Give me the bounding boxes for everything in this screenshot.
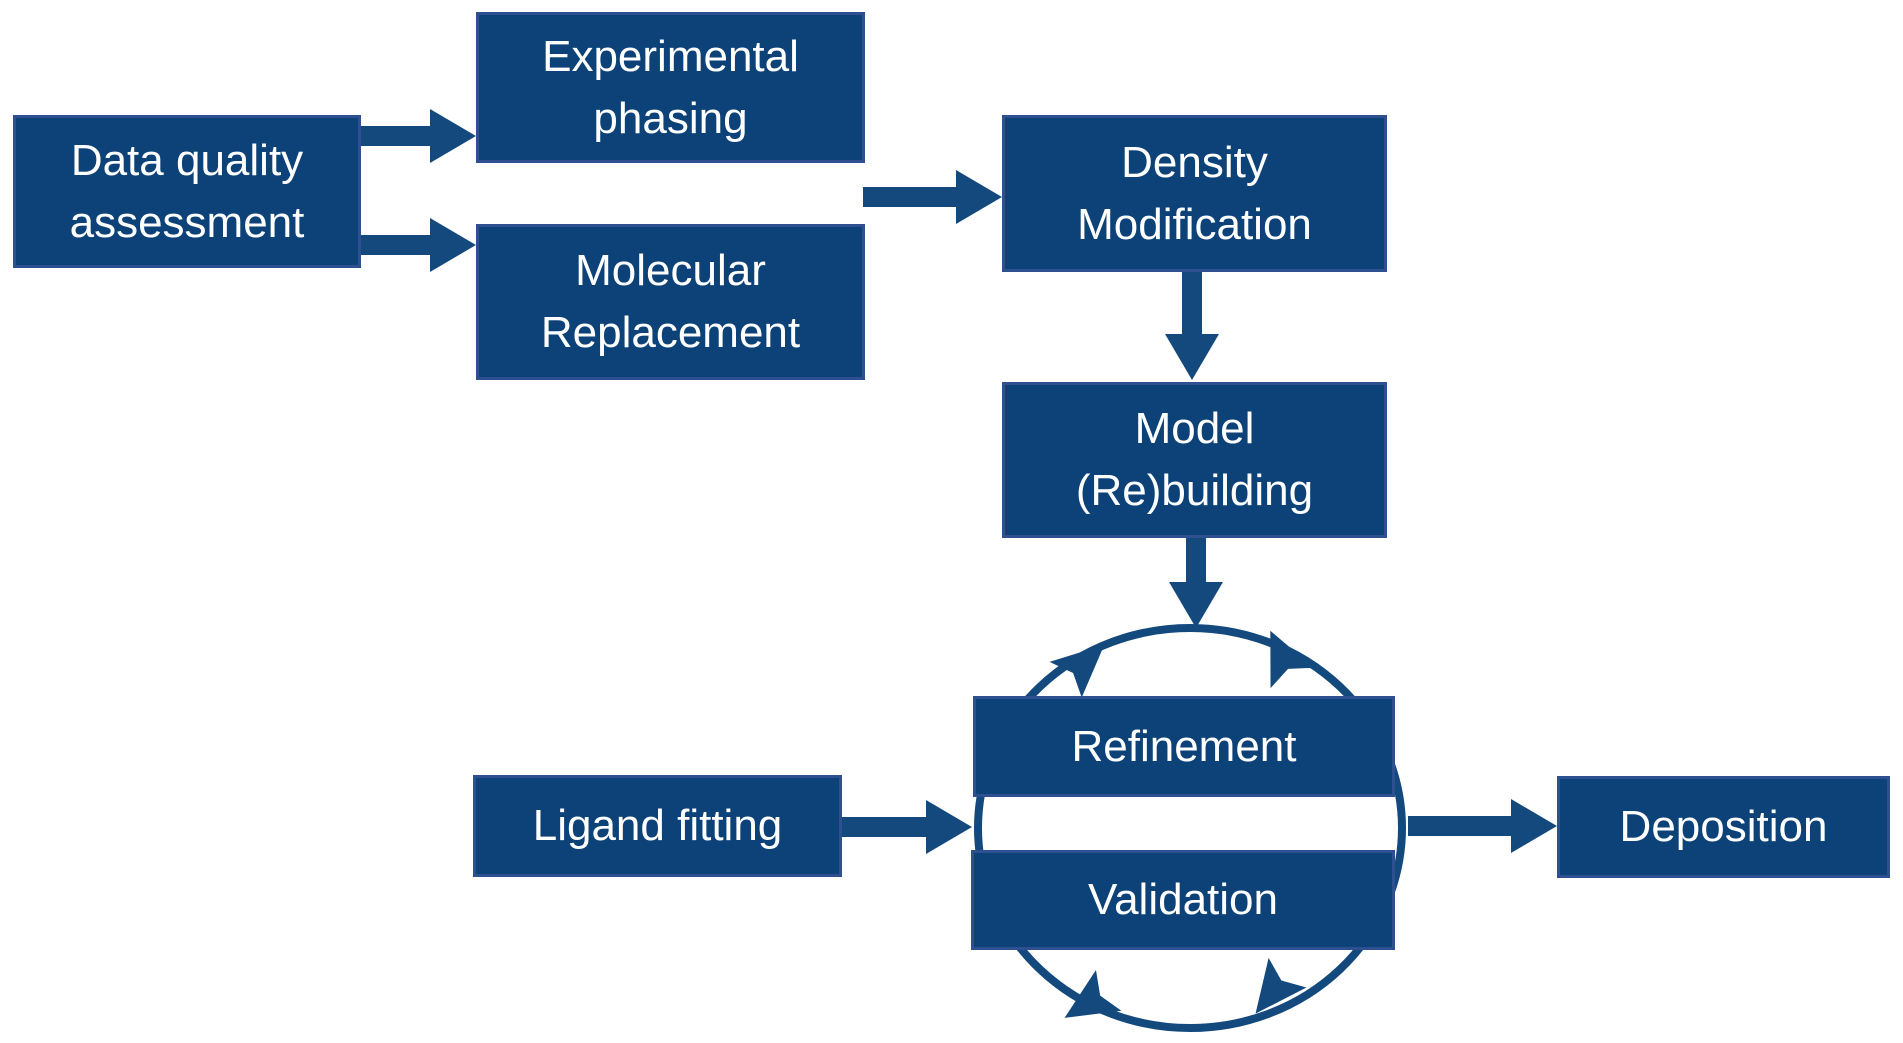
node-label: Ligand fitting [532,801,783,851]
node-label: Model (Re)building [1075,404,1314,515]
arrow-dqa-to-experimental-phasing [361,109,476,163]
node-experimental-phasing: Experimental phasing [476,12,865,163]
node-label: Molecular Replacement [540,246,801,357]
node-label: Refinement [1071,721,1297,771]
node-deposition: Deposition [1557,776,1890,878]
cycle-arrowhead-bottom-right [1255,957,1307,1014]
node-molecular-replacement: Molecular Replacement [476,224,865,380]
cycle-arrowhead-top-left [1049,644,1105,698]
node-label: Density Modification [1077,137,1312,249]
cycle-arrowhead-bottom-left [1064,969,1122,1018]
node-density-modification: Density Modification [1002,115,1387,272]
node-ligand-fitting: Ligand fitting [473,775,842,877]
node-validation: Validation [971,850,1395,950]
node-model-rebuilding: Model (Re)building [1002,382,1387,538]
flow-arrows [361,109,1557,854]
arrow-phasing-to-density-modification [863,170,1002,224]
node-label: Validation [1088,875,1278,925]
cycle-arrowhead-top-right [1270,630,1315,689]
arrow-ligand-to-cycle [842,800,972,854]
arrow-cycle-to-deposition [1408,799,1557,853]
arrow-model-to-cycle [1169,538,1223,628]
arrow-density-to-model-rebuilding [1165,272,1219,380]
cycle-arrowheads [1049,630,1315,1018]
node-label: Deposition [1619,802,1828,852]
node-refinement: Refinement [973,696,1395,797]
arrow-dqa-to-molecular-replacement [361,218,476,272]
refinement-validation-cycle [974,624,1406,1032]
cycle-circle [974,624,1406,1032]
node-label: Data quality assessment [69,135,305,247]
node-label: Experimental phasing [542,31,799,143]
node-data-quality-assessment: Data quality assessment [13,115,361,268]
